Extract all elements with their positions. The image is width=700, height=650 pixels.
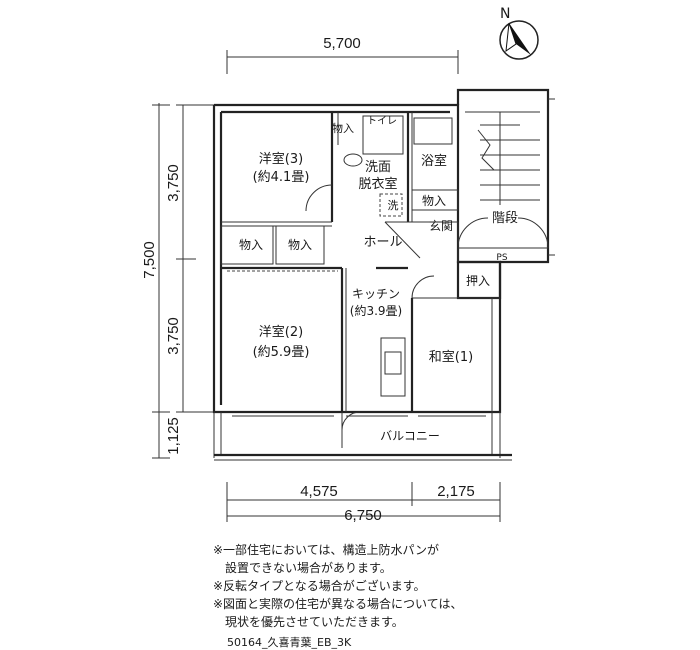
dim-left-top: 3,750: [165, 164, 182, 202]
room-bedroom2-name: 洋室(2): [259, 324, 303, 340]
dim-left-bottom: 3,750: [165, 317, 182, 355]
room-balcony: バルコニー: [380, 429, 440, 443]
room-kitchen-size: (約3.9畳): [350, 303, 402, 318]
dim-bottom-right: 2,175: [437, 483, 475, 500]
storage-entrance: 物入: [422, 194, 446, 208]
room-entrance: 玄関: [429, 218, 453, 233]
north-arrow-icon: N: [499, 6, 539, 60]
walls: [212, 88, 555, 461]
room-bedroom3-name: 洋室(3): [259, 151, 303, 167]
note-line-1: ※一部住宅においては、構造上防水パンが: [213, 543, 440, 557]
room-washroom-line2: 脱衣室: [358, 176, 397, 192]
closet-label: 押入: [466, 274, 490, 288]
dim-top-width: 5,700: [323, 35, 361, 52]
note-line-5: 現状を優先させていただきます。: [225, 615, 404, 629]
dim-left-total: 7,500: [141, 241, 158, 279]
storage-hall-2: 物入: [288, 238, 312, 252]
dim-bottom-left: 4,575: [300, 483, 338, 500]
room-toilet: トイレ: [367, 116, 397, 127]
note-line-2: 設置できない場合があります。: [225, 561, 392, 575]
room-japanese-name: 和室(1): [429, 349, 473, 365]
storage-hall-1: 物入: [239, 238, 263, 252]
room-bath: 浴室: [421, 153, 447, 169]
pipe-space-label: PS: [496, 253, 507, 263]
room-kitchen-name: キッチン: [352, 287, 400, 301]
dim-bottom-total: 6,750: [344, 507, 382, 524]
note-line-3: ※反転タイプとなる場合がございます。: [213, 579, 426, 593]
room-washroom-line1: 洗面: [365, 160, 391, 175]
dimension-lines: [152, 50, 501, 522]
dim-left-balcony: 1,125: [165, 417, 182, 455]
room-bedroom3-size: (約4.1畳): [253, 170, 310, 185]
room-hall: ホール: [363, 235, 402, 250]
room-bedroom2-size: (約5.9畳): [253, 345, 310, 360]
room-stairs: 階段: [492, 211, 518, 226]
washer-label: 洗: [388, 199, 399, 212]
note-line-4: ※図面と実際の住宅が異なる場合については、: [213, 597, 463, 611]
storage-toilet: 物入: [332, 121, 354, 135]
plan-code: 50164_久喜青葉_EB_3K: [227, 636, 352, 649]
notes-block: ※一部住宅においては、構造上防水パンが 設置できない場合があります。 ※反転タイ…: [213, 541, 683, 631]
compass-label: N: [500, 6, 510, 22]
